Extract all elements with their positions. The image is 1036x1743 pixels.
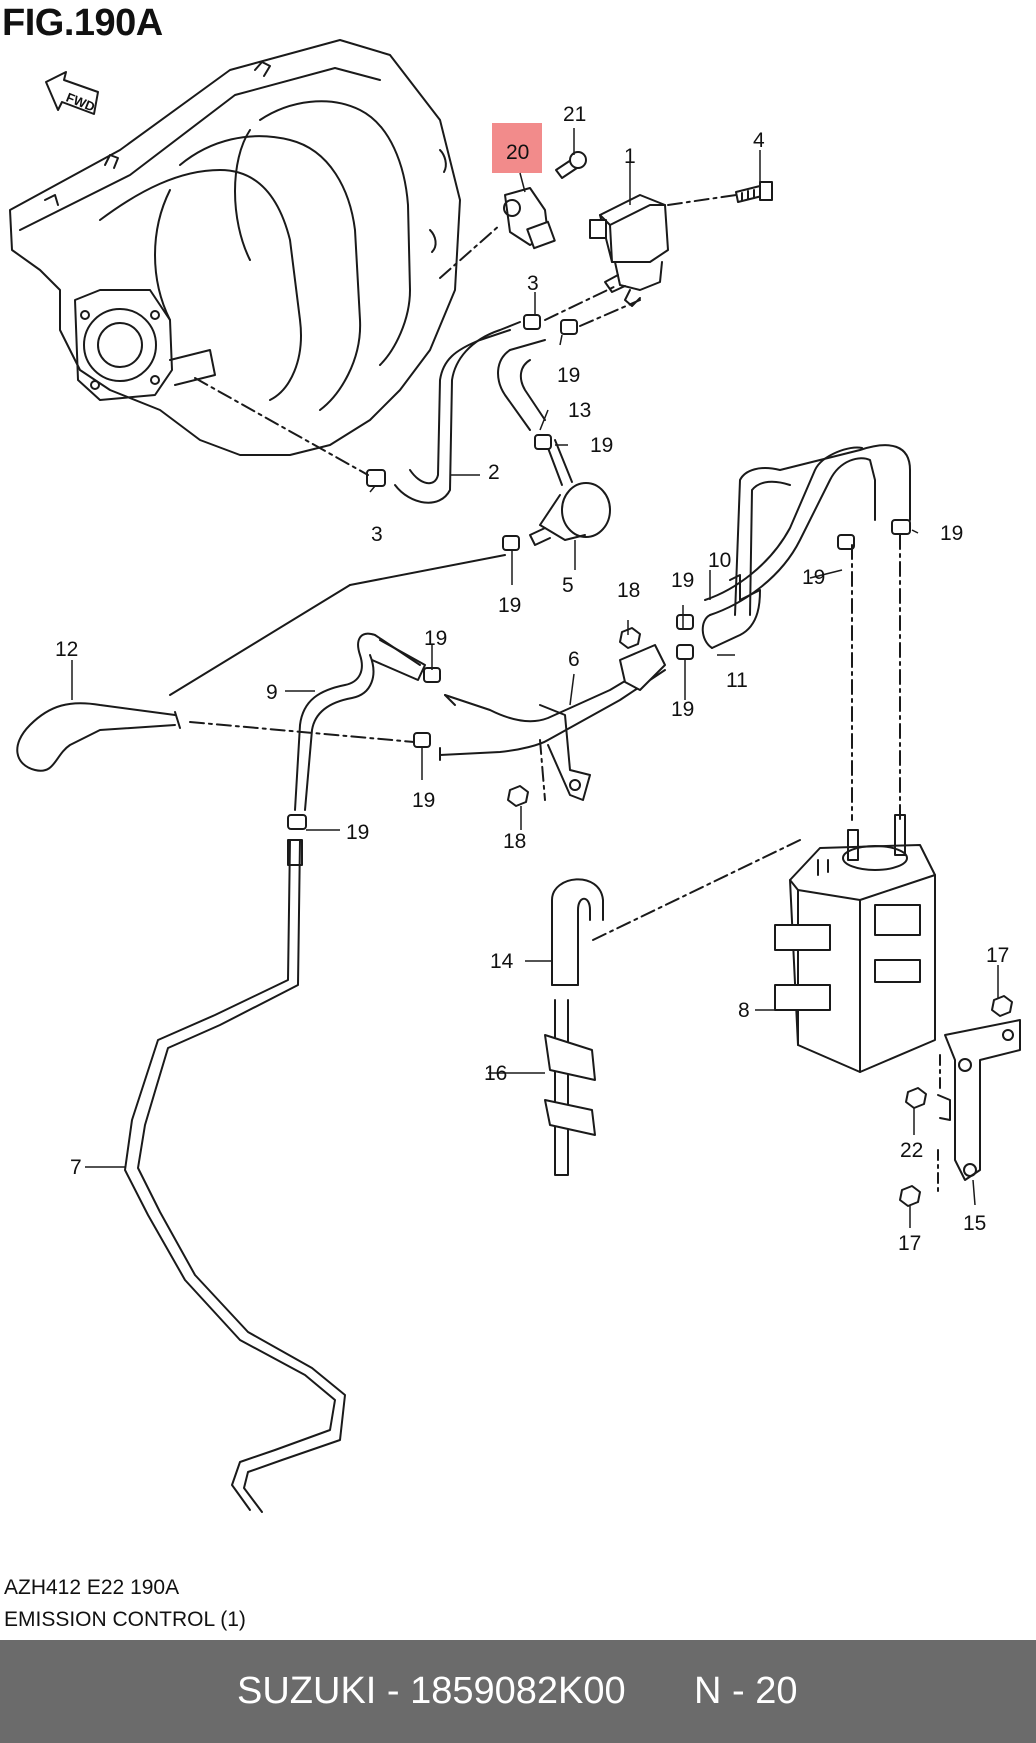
part-label-19-d: 19	[671, 569, 694, 592]
hose-14	[551, 878, 604, 986]
part-label-14: 14	[490, 950, 514, 973]
part-label-19-f: 19	[940, 522, 963, 545]
section-title: EMISSION CONTROL (1)	[4, 1608, 246, 1631]
part-label-19-c: 19	[498, 594, 521, 617]
footer-bar: SUZUKI - 1859082K00 N - 20	[0, 1640, 1036, 1743]
part-label-13: 13	[568, 399, 591, 422]
hose-13	[497, 339, 546, 431]
part-label-11: 11	[726, 669, 748, 692]
nut-18-lower	[507, 785, 529, 807]
nut-22	[905, 1087, 927, 1109]
part-label-4: 4	[753, 129, 765, 152]
purge-valve	[589, 194, 669, 307]
nut-17-upper	[991, 995, 1013, 1017]
part-label-2: 2	[488, 461, 500, 484]
canister-8	[774, 814, 936, 1073]
part-label-9: 9	[266, 681, 278, 704]
part-label-19-b: 19	[590, 434, 613, 457]
intake-manifold	[9, 39, 461, 456]
vapor-line-7	[124, 839, 346, 1513]
part-label-19-h: 19	[424, 627, 447, 650]
part-label-19-e: 19	[802, 566, 825, 589]
pipe-16	[544, 999, 596, 1176]
label-leaders	[71, 128, 999, 1228]
emission-control-diagram: FWD	[9, 39, 1021, 1513]
bracket-15	[937, 1019, 1021, 1181]
part-label-18-lower: 18	[503, 830, 526, 853]
bolt-21	[555, 151, 587, 179]
part-label-12: 12	[55, 638, 78, 661]
part-label-18-upper: 18	[617, 579, 640, 602]
part-label-10: 10	[708, 549, 731, 572]
part-label-7: 7	[70, 1156, 82, 1179]
part-label-15: 15	[963, 1212, 986, 1235]
part-label-19-j: 19	[346, 821, 369, 844]
fwd-arrow-icon: FWD	[45, 71, 99, 115]
part-label-22: 22	[900, 1139, 923, 1162]
page-number: N - 20	[694, 1670, 798, 1712]
part-label-3-upper: 3	[527, 272, 539, 295]
sensor-20	[503, 187, 556, 250]
part-label-17-upper: 17	[986, 944, 1009, 967]
hose-10-11	[701, 444, 911, 649]
bolt-4	[735, 181, 773, 203]
diagram-code: AZH412 E22 190A	[4, 1576, 180, 1599]
figure-title: FIG.190A	[2, 2, 163, 44]
part-labels: 20 21 1 4 3 19 13 19 2 3 5 19 18 19 10 1…	[55, 103, 1009, 1255]
nut-17-lower	[899, 1185, 921, 1207]
part-label-19-g: 19	[671, 698, 694, 721]
part-label-21: 21	[563, 103, 586, 126]
part-label-19-i: 19	[412, 789, 435, 812]
part-label-5: 5	[562, 574, 574, 597]
nut-18-upper	[619, 627, 641, 649]
part-label-20: 20	[506, 141, 529, 164]
hose-12	[16, 702, 181, 772]
part-label-16: 16	[484, 1062, 507, 1085]
part-label-1: 1	[624, 145, 636, 168]
clamp-group	[287, 314, 911, 830]
part-label-17-lower: 17	[898, 1232, 921, 1255]
part-label-6: 6	[568, 648, 580, 671]
dash-leaders	[189, 284, 901, 821]
pipe-assembly-6	[439, 644, 666, 801]
highlight-part-20	[492, 123, 542, 173]
part-label-3-lower: 3	[371, 523, 383, 546]
hose-2	[394, 321, 521, 504]
part-label-19-a: 19	[557, 364, 580, 387]
brand-part-number: SUZUKI - 1859082K00	[237, 1670, 626, 1712]
part-label-8: 8	[738, 999, 750, 1022]
hose-9	[294, 632, 426, 811]
